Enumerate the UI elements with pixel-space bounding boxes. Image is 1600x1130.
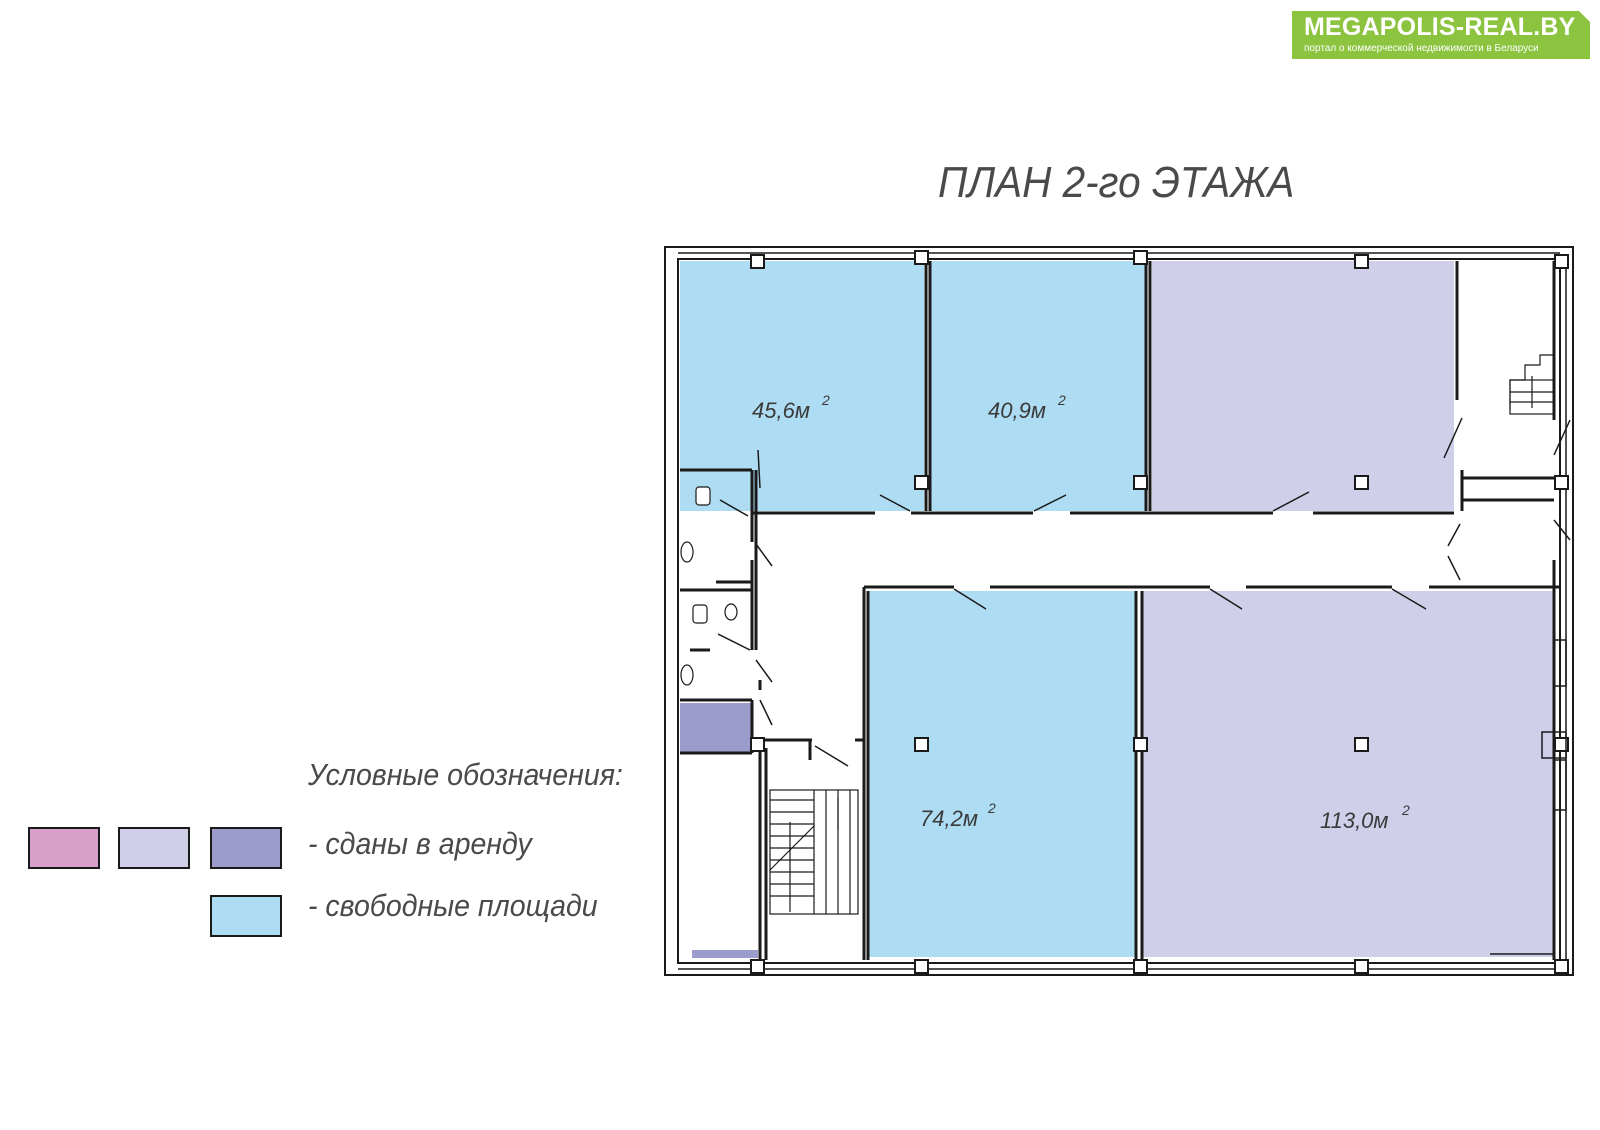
legend-swatch-rented-violet bbox=[210, 827, 282, 869]
room-41-sup: 2 bbox=[1057, 392, 1066, 408]
columns bbox=[750, 250, 1569, 974]
interior-walls bbox=[680, 261, 1560, 960]
room-fill-45 bbox=[680, 261, 924, 511]
outer-walls bbox=[664, 246, 1574, 976]
doors bbox=[717, 417, 1571, 767]
room-74-sup: 2 bbox=[987, 800, 996, 816]
logo-name: MEGAPOLIS-REAL.BY bbox=[1304, 13, 1576, 41]
room-41-area: 40,9м bbox=[988, 398, 1046, 423]
room-113-sup: 2 bbox=[1401, 802, 1410, 818]
room-fill-113 bbox=[1142, 591, 1554, 957]
plan-title: ПЛАН 2-го ЭТАЖА bbox=[938, 158, 1295, 207]
logo-corner-fold bbox=[1579, 11, 1591, 23]
legend-free-label: - свободные площади bbox=[308, 888, 598, 923]
room-fill-small-2 bbox=[692, 950, 758, 958]
wc-fixtures bbox=[680, 486, 738, 686]
room-74-area: 74,2м bbox=[920, 806, 978, 831]
legend-swatch-rented-pink bbox=[28, 827, 100, 869]
window-ticks bbox=[678, 252, 1567, 970]
staircase-right bbox=[1509, 354, 1555, 415]
room-fill-74 bbox=[868, 591, 1136, 957]
room-45-sup: 2 bbox=[821, 392, 830, 408]
room-45-area: 45,6м bbox=[752, 398, 810, 423]
logo-tagline: портал о коммерческой недвижимости в Бел… bbox=[1304, 43, 1539, 54]
room-fill-rented-top bbox=[1152, 261, 1454, 511]
right-windows bbox=[1490, 639, 1567, 955]
legend-swatch-free bbox=[210, 895, 282, 937]
room-fill-41 bbox=[930, 261, 1146, 511]
room-fill-small-1 bbox=[680, 703, 752, 753]
site-logo[interactable]: MEGAPOLIS-REAL.BY портал о коммерческой … bbox=[1292, 11, 1591, 59]
staircase-left bbox=[769, 789, 859, 915]
legend-title: Условные обозначения: bbox=[308, 757, 623, 792]
legend-swatch-rented-lavender bbox=[118, 827, 190, 869]
legend-rented-label: - сданы в аренду bbox=[308, 826, 532, 861]
room-113-area: 113,0м bbox=[1320, 808, 1389, 833]
